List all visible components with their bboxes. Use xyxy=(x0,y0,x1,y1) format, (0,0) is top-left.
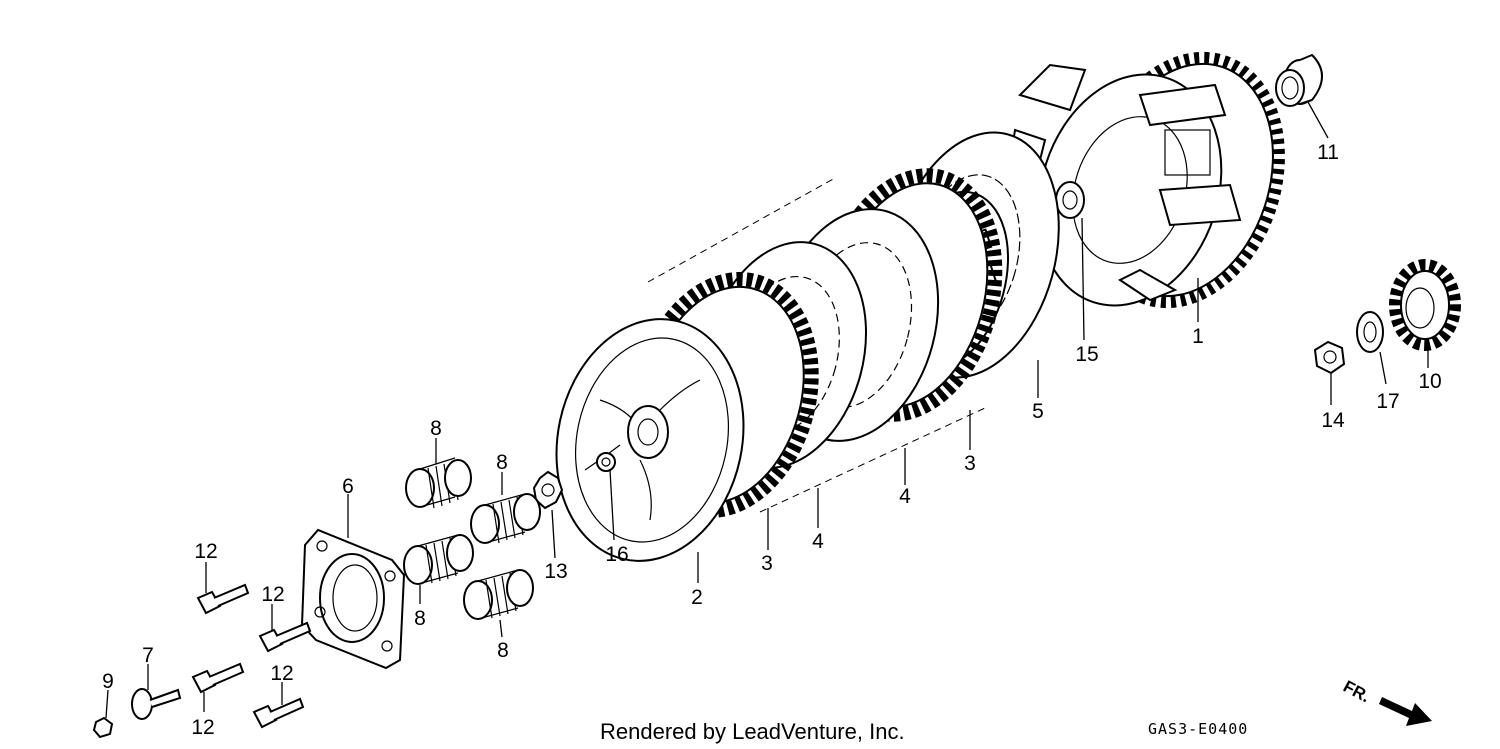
ref-6: 6 xyxy=(342,475,354,498)
bolt-2-drawing xyxy=(258,621,312,653)
plug-drawing xyxy=(92,716,114,739)
clutch-spring-1-drawing xyxy=(405,457,472,509)
clutch-spring-4-drawing xyxy=(463,569,534,620)
ref-9: 9 xyxy=(102,670,114,693)
lock-washer-drawing xyxy=(532,470,564,510)
ref-8-right: 8 xyxy=(496,451,508,474)
bolt-1-drawing xyxy=(196,583,250,615)
ref-8-top: 8 xyxy=(430,417,442,440)
ref-12-d: 12 xyxy=(270,662,293,685)
clutch-outer-drawing xyxy=(1010,51,1285,309)
ref-11: 11 xyxy=(1317,141,1339,164)
ref-15: 15 xyxy=(1075,343,1098,366)
front-direction-label: FR. xyxy=(1340,677,1373,707)
assembly-outline-bottom xyxy=(759,407,986,513)
bolt-3-drawing xyxy=(191,662,245,694)
reference-numbers: 1 2 3 3 4 4 5 6 7 8 8 8 8 9 10 11 12 12 … xyxy=(102,141,1442,739)
primary-gear-drawing xyxy=(1389,259,1461,351)
bolt-4-drawing xyxy=(252,697,305,729)
arrow-icon xyxy=(1379,697,1432,726)
ref-12-c: 12 xyxy=(191,716,214,739)
ref-17: 17 xyxy=(1376,390,1399,413)
ref-12-b: 12 xyxy=(261,583,284,606)
nut-drawing xyxy=(1313,340,1346,375)
ref-1: 1 xyxy=(1192,325,1204,348)
clutch-spring-3-drawing xyxy=(403,534,474,585)
washer-drawing xyxy=(1356,311,1384,353)
ref-3-front: 3 xyxy=(761,552,773,575)
ref-8-bottom: 8 xyxy=(497,639,509,662)
ref-10: 10 xyxy=(1418,370,1441,393)
collar-drawing xyxy=(1275,53,1323,107)
ref-2: 2 xyxy=(691,586,703,609)
ref-8-left: 8 xyxy=(414,607,426,630)
render-credit: Rendered by LeadVenture, Inc. xyxy=(600,719,905,744)
front-direction-indicator: FR. xyxy=(1340,677,1432,726)
ref-4-front: 4 xyxy=(812,530,824,553)
clutch-spring-2-drawing xyxy=(470,493,541,544)
ref-3-rear: 3 xyxy=(964,452,976,475)
pressure-plate-drawing xyxy=(555,318,745,562)
ref-4-rear: 4 xyxy=(899,485,911,508)
ref-16: 16 xyxy=(605,543,628,566)
ref-12-a: 12 xyxy=(194,540,217,563)
ref-5: 5 xyxy=(1032,400,1044,423)
bearing-plate-drawing xyxy=(300,528,406,670)
ref-14: 14 xyxy=(1321,409,1345,432)
diagram-code: GAS3-E0400 xyxy=(1148,720,1248,738)
leader-lines xyxy=(105,101,1429,719)
screw-drawing xyxy=(131,688,182,720)
ref-13: 13 xyxy=(544,560,567,583)
ref-7: 7 xyxy=(142,644,154,667)
